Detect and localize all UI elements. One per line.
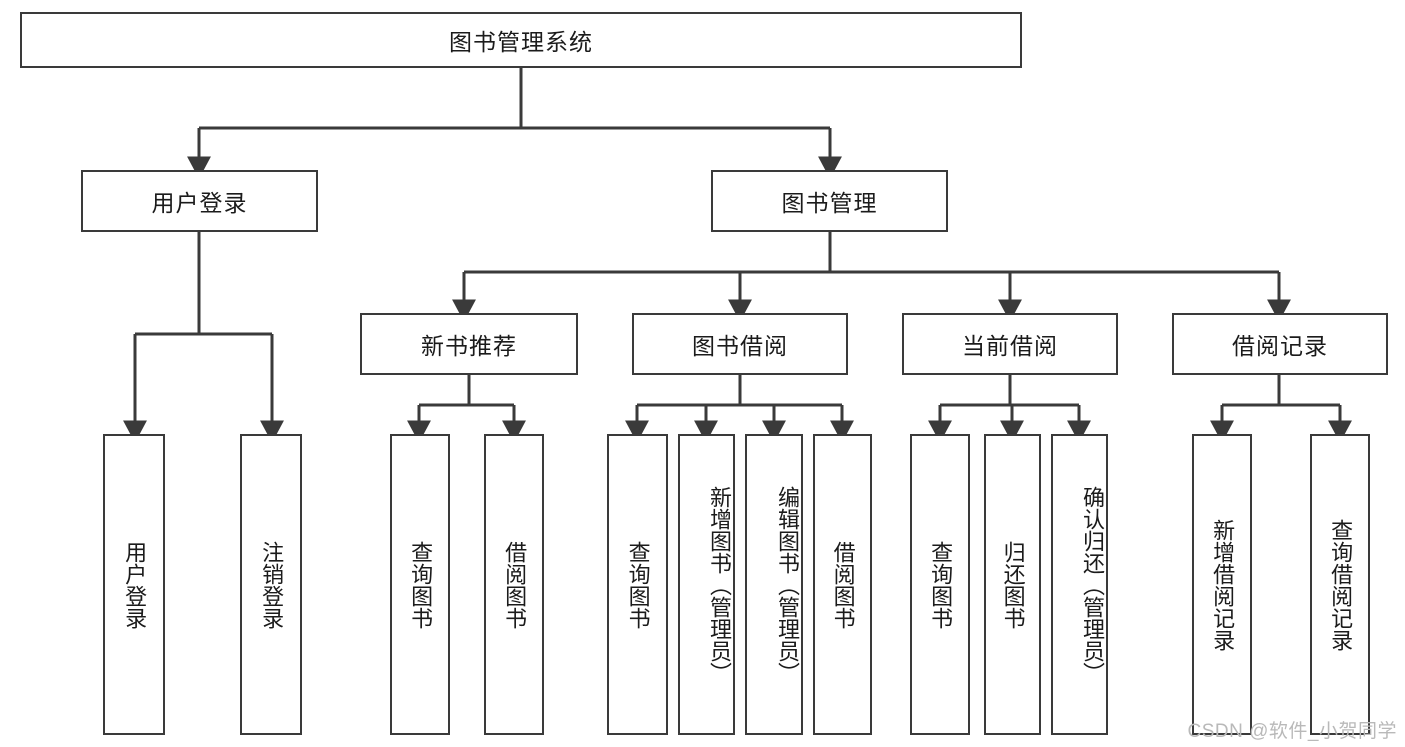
node-leaf-8[interactable]: 查询图书: [910, 434, 970, 735]
node-leaf-7[interactable]: 借阅图书: [813, 434, 872, 735]
node-leaf-9[interactable]: 归还图书: [984, 434, 1041, 735]
node-leaf-2[interactable]: 查询图书: [390, 434, 450, 735]
node-level2-0[interactable]: 用户登录: [81, 170, 318, 232]
node-leaf-5[interactable]: 新增图书（管理员）: [678, 434, 735, 735]
node-leaf-10[interactable]: 确认归还（管理员）: [1051, 434, 1108, 735]
node-level3-1[interactable]: 图书借阅: [632, 313, 848, 375]
node-leaf-4[interactable]: 查询图书: [607, 434, 668, 735]
node-leaf-3[interactable]: 借阅图书: [484, 434, 544, 735]
node-level3-3[interactable]: 借阅记录: [1172, 313, 1388, 375]
node-root[interactable]: 图书管理系统: [20, 12, 1022, 68]
node-leaf-6[interactable]: 编辑图书（管理员）: [745, 434, 803, 735]
node-level3-2[interactable]: 当前借阅: [902, 313, 1118, 375]
node-leaf-11[interactable]: 新增借阅记录: [1192, 434, 1252, 735]
node-leaf-1[interactable]: 注销登录: [240, 434, 302, 735]
csdn-watermark: CSDN @软件_小贺同学: [1187, 721, 1397, 742]
node-leaf-12[interactable]: 查询借阅记录: [1310, 434, 1370, 735]
node-level2-1[interactable]: 图书管理: [711, 170, 948, 232]
node-level3-0[interactable]: 新书推荐: [360, 313, 578, 375]
node-leaf-0[interactable]: 用户登录: [103, 434, 165, 735]
